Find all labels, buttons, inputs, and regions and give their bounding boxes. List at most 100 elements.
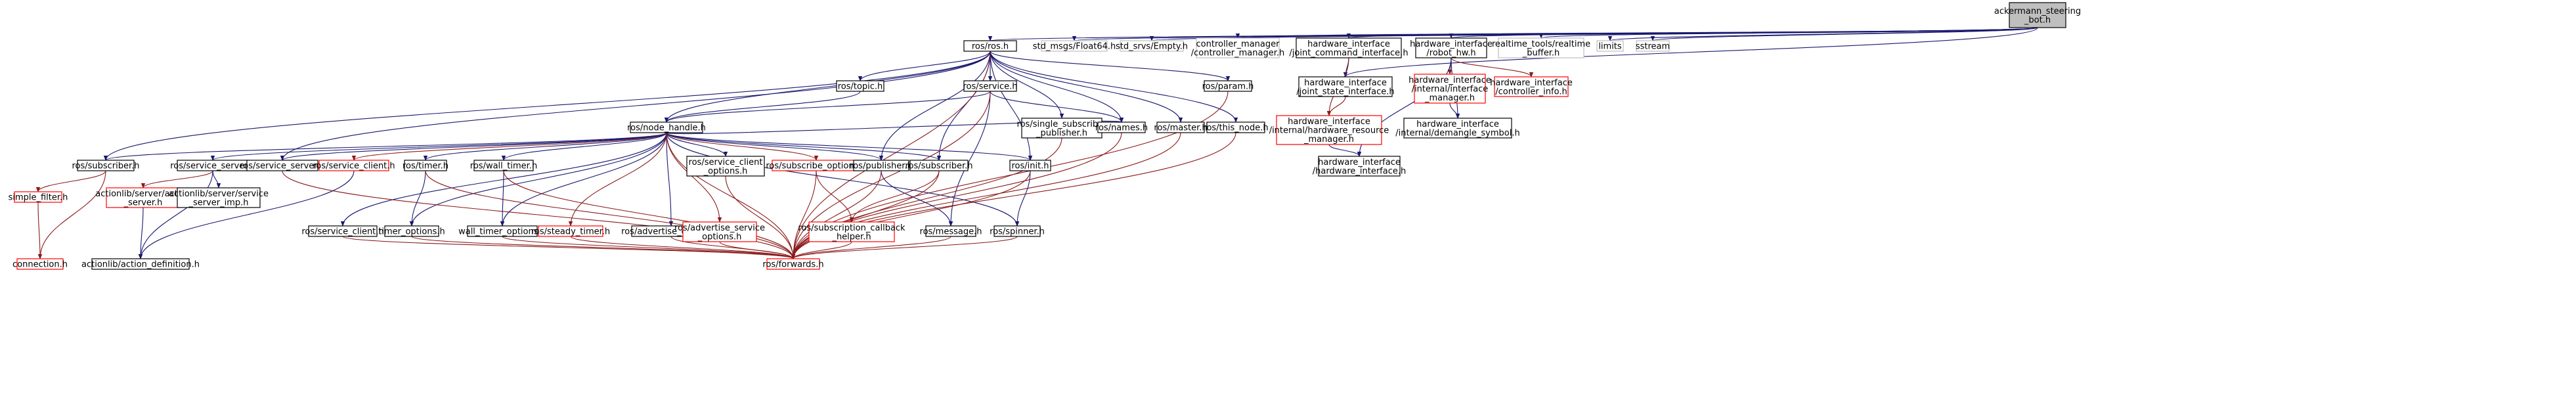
node-hi-hwiface[interactable]: hardware_interface/hardware_interface.h (1313, 156, 1406, 177)
node-nodehandle[interactable]: ros/node_handle.h (627, 121, 706, 133)
node-init[interactable]: ros/init.h (1009, 160, 1051, 171)
node-label-line: hardware_interface (1318, 158, 1401, 167)
node-label-line: ackermann_steering (1994, 7, 2081, 16)
node-label-line: _buffer.h (1522, 48, 1560, 58)
node-al-def[interactable]: actionlib/action_definition.h (81, 258, 200, 270)
node-box (1120, 40, 1184, 52)
node-publisher[interactable]: ros/publisher.h (850, 160, 913, 171)
edge-simple-filter-to-connection (37, 202, 40, 259)
node-label-line: /internal/hardware_resource (1269, 126, 1389, 136)
node-label-line: hardware_interface (1288, 117, 1370, 127)
node-box (2009, 2, 2066, 28)
node-wall-timer[interactable]: ros/wall_timer.h (470, 160, 537, 171)
node-box (1296, 37, 1402, 58)
node-ros-h[interactable]: ros/ros.h (963, 40, 1017, 52)
node-label-line: hardware_interface (1410, 39, 1493, 49)
node-topic[interactable]: ros/topic.h (836, 80, 884, 92)
node-float64[interactable]: std_msgs/Float64.h (1033, 40, 1116, 52)
edge-hi-jsi-to-hi-hrm (1329, 96, 1346, 116)
node-srvclient2[interactable]: ros/service_client.h (301, 225, 384, 237)
node-service[interactable]: ros/service.h (963, 80, 1018, 92)
node-box (1498, 37, 1584, 58)
node-box (1494, 76, 1569, 97)
edge-srvserver1-to-al-srvimp (212, 170, 219, 188)
edge-nodehandle-to-subscriber2 (666, 132, 939, 161)
edge-sub-opts-to-forwards (793, 170, 817, 259)
node-sub-cb-helper[interactable]: ros/subscription_callback_helper.h (798, 221, 906, 242)
node-hi-jsi[interactable]: hardware_interface/joint_state_interface… (1296, 76, 1395, 97)
edge-nodehandle-to-publisher (666, 132, 881, 161)
node-al-server[interactable]: actionlib/server/action_server.h (95, 187, 191, 208)
node-message[interactable]: ros/message.h (920, 225, 982, 237)
node-names[interactable]: ros/names.h (1095, 121, 1148, 133)
edge-ros-h-to-publisher (881, 51, 991, 160)
node-hi-demangle[interactable]: hardware_interface/internal/demangle_sym… (1395, 118, 1520, 139)
node-single-sub-pub[interactable]: ros/single_subscriber_publisher.h (1017, 118, 1108, 139)
node-label-line: _options.h (703, 166, 748, 176)
node-hi-robot[interactable]: hardware_interface/robot_hw.h (1410, 37, 1493, 58)
node-timer-opts[interactable]: timer_options.h (378, 225, 445, 237)
edge-nodehandle-to-steady-timer (571, 132, 667, 226)
node-box (1636, 40, 1670, 52)
edge-timer-opts-to-forwards (411, 236, 793, 259)
node-label-line: ros/message.h (920, 227, 982, 237)
node-box (16, 258, 64, 270)
node-srvserver2[interactable]: ros/service_server.h (240, 160, 325, 171)
node-box (963, 80, 1017, 92)
edge-publisher-to-message (881, 170, 951, 226)
edge-nodehandle-to-wall-timer (504, 132, 667, 161)
node-subscriber2[interactable]: ros/subscriber.h (905, 160, 973, 171)
node-empty[interactable]: std_srvs/Empty.h (1116, 40, 1188, 52)
node-box (836, 80, 884, 92)
node-simple-filter[interactable]: simple_filter.h (9, 191, 68, 203)
node-hi-jci[interactable]: hardware_interface/joint_command_interfa… (1289, 37, 1408, 58)
edge-nodehandle-to-srvclient2 (343, 132, 667, 226)
node-srvclient-opts[interactable]: ros/service_client_options.h (686, 156, 765, 177)
node-forwards[interactable]: ros/forwards.h (762, 258, 824, 270)
node-box (1021, 118, 1102, 139)
node-box (1318, 156, 1401, 177)
node-hi-hrm[interactable]: hardware_interface/internal/hardware_res… (1269, 115, 1389, 145)
edge-ros-h-to-subscriber1 (106, 51, 991, 160)
node-label-line: actionlib/server/service (169, 189, 269, 199)
edge-subscriber1-to-simple-filter (38, 170, 106, 192)
node-label-line: std_srvs/Empty.h (1116, 42, 1188, 52)
node-al-srvimp[interactable]: actionlib/server/service_server_imp.h (169, 187, 269, 208)
node-sub-opts[interactable]: ros/subscribe_options.h (766, 160, 867, 171)
node-box (246, 160, 318, 171)
node-steady-timer[interactable]: ros/steady_timer.h (531, 225, 610, 237)
edge-sub-opts-to-sub-cb-helper (816, 170, 852, 222)
node-adv-srv-opts[interactable]: ros/advertise_service_options.h (674, 221, 765, 242)
node-label-line: hardware_interface (1408, 76, 1491, 85)
edge-service-to-names (990, 91, 1122, 123)
node-sstream[interactable]: sstream (1636, 40, 1670, 52)
edge-srvserver1-to-al-server (143, 170, 213, 188)
edge-timer-to-forwards (425, 170, 793, 259)
edge-ros-h-to-init (990, 51, 1030, 160)
edge-srvserver2-to-forwards (282, 170, 793, 259)
node-rt-buffer[interactable]: realtime_tools/realtime_buffer.h (1492, 37, 1590, 58)
node-box (404, 160, 447, 171)
node-limits[interactable]: limits (1596, 40, 1624, 52)
node-timer[interactable]: ros/timer.h (403, 160, 448, 171)
node-wall-timer-opts[interactable]: wall_timer_options.h (458, 225, 546, 237)
node-this-node[interactable]: ros/this_node.h (1203, 121, 1269, 133)
node-srvclient-red[interactable]: ros/service_client.h (313, 160, 395, 171)
node-label-line: ros/service_client.h (301, 227, 383, 237)
edge-nodehandle-to-wall-timer-opts (502, 132, 667, 226)
node-root[interactable]: ackermann_steering_bot.h (1994, 2, 2081, 28)
node-box (682, 221, 757, 242)
node-subscriber1[interactable]: ros/subscriber.h (72, 160, 140, 171)
node-spinner[interactable]: ros/spinner.h (990, 225, 1045, 237)
node-connection[interactable]: connection.h (12, 258, 68, 270)
node-label-line: /controller_info.h (1495, 87, 1567, 97)
node-cmgr[interactable]: controller_manager/controller_manager.h (1191, 37, 1285, 58)
node-param[interactable]: ros/param.h (1202, 80, 1254, 92)
node-hi-iim[interactable]: hardware_interface/internal/interface_ma… (1408, 74, 1491, 104)
node-master[interactable]: ros/master.h (1154, 121, 1208, 133)
node-label-line: ros/init.h (1011, 162, 1049, 171)
edge-srvclient-red-to-al-def (141, 170, 355, 259)
node-label-line: connection.h (12, 260, 68, 270)
edge-service-to-nodehandle (666, 91, 991, 123)
node-hi-cinfo[interactable]: hardware_interface/controller_info.h (1490, 76, 1573, 97)
